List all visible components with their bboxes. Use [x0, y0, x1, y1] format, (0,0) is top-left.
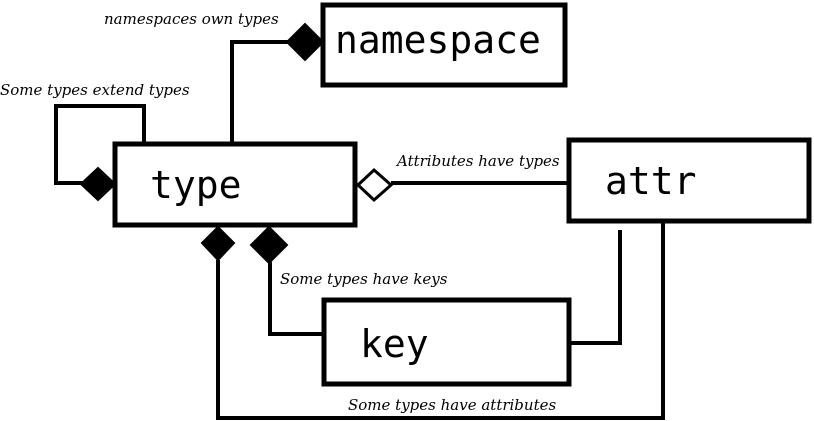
edge-type-key [268, 262, 322, 336]
edge-attr-key [568, 230, 622, 345]
entity-key-label: key [360, 322, 429, 366]
composition-diamond-attributes [200, 225, 236, 262]
composition-diamond-self-extend [79, 166, 117, 202]
label-attribute-type: Attributes have types [395, 152, 560, 170]
aggregation-diamond-attr-type [355, 167, 394, 203]
entity-key-box [321, 297, 572, 387]
label-type-attributes: Some types have attributes [348, 396, 556, 414]
composition-diamond-namespace [285, 22, 325, 62]
label-namespace-owns-types: namespaces own types [104, 10, 279, 28]
entity-attr-label: attr [605, 159, 697, 203]
edge-type-namespace [230, 40, 290, 142]
entity-attr-box [566, 137, 812, 224]
edge-type-attributes [216, 222, 665, 420]
label-type-extends: Some types extend types [0, 81, 190, 99]
entity-namespace-label: namespace [335, 18, 541, 62]
entity-namespace-box [320, 2, 568, 88]
entity-type-box [112, 141, 358, 228]
composition-diamond-keys [249, 225, 289, 265]
edge-type-self-extend [54, 104, 146, 185]
entity-type-label: type [150, 163, 242, 207]
label-type-keys: Some types have keys [280, 270, 448, 288]
